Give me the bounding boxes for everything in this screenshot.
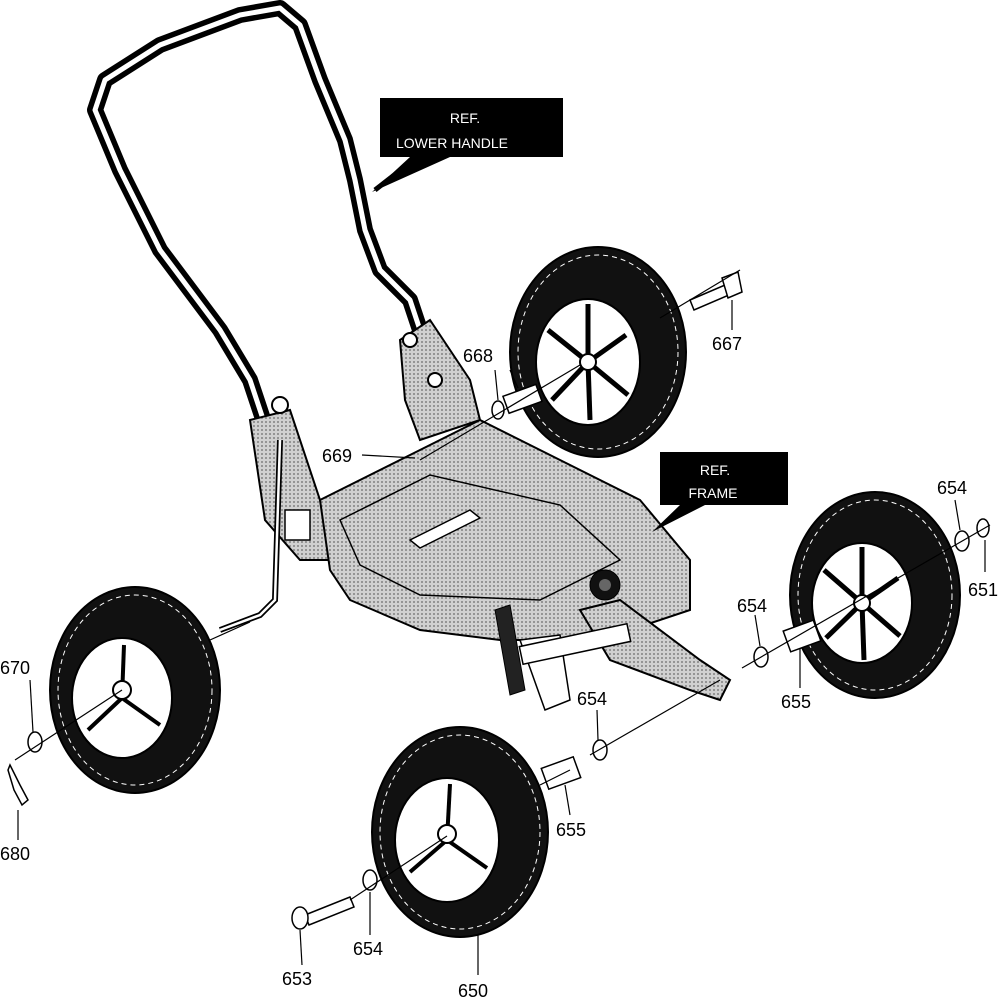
- callout-frame-line1: REF.: [700, 462, 730, 478]
- part-number-654-bottom: 654: [353, 939, 383, 959]
- callout-lower-handle-line1: REF.: [450, 110, 480, 126]
- nut-651: [976, 518, 990, 538]
- callout-frame-line2: FRAME: [689, 485, 738, 501]
- callout-lower-handle: REF. LOWER HANDLE: [372, 98, 563, 192]
- washer-654-center: [592, 739, 608, 761]
- part-number-668: 668: [463, 346, 493, 366]
- wheel-right: [789, 491, 961, 699]
- wheel-bottom: [371, 726, 549, 938]
- part-number-669: 669: [322, 446, 352, 466]
- part-number-650: 650: [458, 981, 488, 1000]
- lower-handle: [87, 0, 438, 443]
- washer-670: [27, 731, 43, 753]
- part-number-655-right: 655: [781, 692, 811, 712]
- axis-lines: [14, 269, 991, 901]
- part-number-655-center: 655: [556, 820, 586, 840]
- wheel-left: [49, 586, 221, 794]
- cotter-pin-680: [7, 763, 29, 807]
- part-number-651: 651: [968, 580, 998, 600]
- part-leaders: [17, 300, 986, 975]
- part-number-654-mid: 654: [737, 596, 767, 616]
- frame: [218, 318, 732, 711]
- part-number-667: 667: [712, 334, 742, 354]
- spacer-655-center: [540, 755, 582, 791]
- part-number-654-top: 654: [937, 478, 967, 498]
- callout-lower-handle-line2: LOWER HANDLE: [396, 135, 508, 151]
- wheel-upper-right: [509, 246, 687, 458]
- part-number-654-center: 654: [577, 689, 607, 709]
- part-numbers: 667 668 669 654 651 654 655 654 655 670 …: [0, 334, 998, 1000]
- bolt-667: [689, 270, 743, 311]
- bolt-653: [291, 896, 355, 930]
- part-number-653: 653: [282, 969, 312, 989]
- part-number-680: 680: [0, 844, 30, 864]
- callout-frame: REF. FRAME: [652, 452, 788, 532]
- part-number-670: 670: [0, 658, 30, 678]
